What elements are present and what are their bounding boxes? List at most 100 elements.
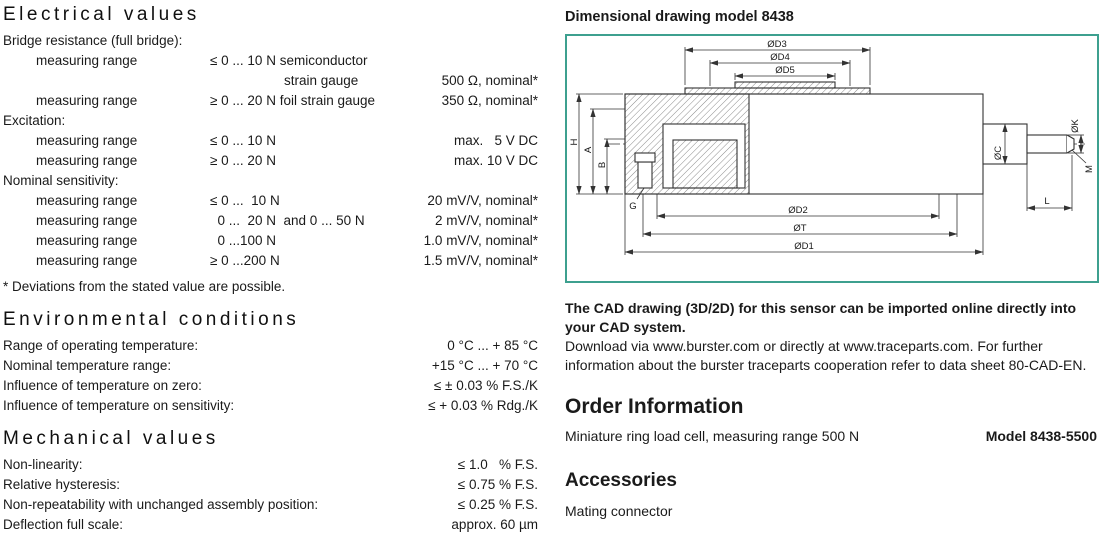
section-subheading: Bridge resistance (full bridge): [3,33,183,48]
dimension-labels: ØD3 ØD4 ØD5 H A B G ØC ØK M L ØD2 ØT ØD1 [569,39,1095,252]
right-column: Dimensional drawing model 8438 [565,3,1099,535]
spec-value: 2 mV/V, nominal* [434,213,538,228]
range-text: ≤ 0 ... 10 N [210,133,276,148]
spec-row: measuring range ≤ 0 ... 10 N semiconduct… [3,51,543,71]
spec-row: Relative hysteresis: ≤ 0.75 % F.S. [3,475,543,495]
section-subheading: Excitation: [3,113,66,128]
dim-label-h: H [569,138,580,145]
dim-label-k: ØK [1070,118,1081,132]
dim-label-m: M [1084,165,1095,173]
spec-value: approx. 60 µm [451,517,538,532]
dim-label-d2: ØD2 [788,205,808,216]
spec-label: Non-repeatability with unchanged assembl… [3,497,319,512]
spec-value: ≤ 0.75 % F.S. [457,477,538,492]
dim-label-d3: ØD3 [767,39,787,50]
dim-label-d4: ØD4 [770,52,790,63]
spec-value: ≤ ± 0.03 % F.S./K [433,378,538,393]
dimensional-drawing-frame: ØD3 ØD4 ØD5 H A B G ØC ØK M L ØD2 ØT ØD1 [565,34,1099,283]
spec-row: measuring range ≤ 0 ... 10 N 20 mV/V, no… [3,191,543,211]
spec-row: measuring range ≥ 0 ... 20 N max. 10 V D… [3,151,543,171]
datasheet-page: Electrical values Bridge resistance (ful… [3,3,1099,535]
deviations-footnote: * Deviations from the stated value are p… [3,279,286,294]
spec-value: +15 °C ... + 70 °C [431,358,538,373]
accessories-title: Accessories [565,470,677,491]
cad-note-body: Download via www.burster.com or directly… [565,338,1087,373]
spec-label: Relative hysteresis: [3,477,121,492]
spec-row: Nominal temperature range: +15 °C ... + … [3,356,543,376]
dim-label-c: ØC [993,146,1004,160]
order-model-number: Model 8438-5500 [985,428,1097,444]
measuring-range-label: measuring range [36,93,138,108]
range-text: ≤ 0 ... 10 N [210,193,280,208]
accessory-item: Mating connector [565,503,673,519]
clamp-step-inner [734,81,836,89]
dim-label-d1: ØD1 [794,241,814,252]
dim-label-l: L [1044,196,1049,207]
bolt-head [634,152,656,163]
measuring-range-label: measuring range [36,253,138,268]
spec-row: Non-linearity: ≤ 1.0 % F.S. [3,455,543,475]
left-column: Electrical values Bridge resistance (ful… [3,3,543,535]
drawing-title: Dimensional drawing model 8438 [565,9,794,25]
spec-value: 0 °C ... + 85 °C [447,338,538,353]
dim-label-a: A [583,146,594,153]
order-row: Miniature ring load cell, measuring rang… [565,428,1099,444]
measuring-range-label: measuring range [36,193,138,208]
spec-label: Non-linearity: [3,457,83,472]
measuring-range-label: measuring range [36,133,138,148]
spec-value: ≤ + 0.03 % Rdg./K [428,398,538,413]
mechanical-values-title: Mechanical values [3,428,219,449]
spec-value: 1.5 mV/V, nominal* [423,253,538,268]
bolt-shaft [637,161,653,189]
bridge-resistance-heading: Bridge resistance (full bridge): [3,31,543,51]
range-text: ≥ 0 ...200 N [210,253,280,268]
dimension-lines [576,47,1087,255]
environmental-conditions-title: Environmental conditions [3,309,300,330]
measuring-range-label: measuring range [36,153,138,168]
dim-label-d5: ØD5 [775,65,795,76]
range-text: ≥ 0 ... 20 N foil strain gauge [210,93,375,108]
order-item-description: Miniature ring load cell, measuring rang… [565,428,860,444]
dim-label-g: G [629,201,636,212]
spec-value: max. 5 V DC [453,133,538,148]
clamp-step-outer [684,87,871,95]
spec-value: 20 mV/V, nominal* [427,193,538,208]
nominal-sensitivity-heading: Nominal sensitivity: [3,171,543,191]
spec-label: Deflection full scale: [3,517,124,532]
spec-value: 500 Ω, nominal* [441,73,538,88]
range-text: strain gauge [284,73,359,88]
spec-label: Influence of temperature on zero: [3,378,202,393]
electrical-values-title: Electrical values [3,4,200,25]
spec-row: Range of operating temperature: 0 °C ...… [3,336,543,356]
spec-label: Influence of temperature on sensitivity: [3,398,235,413]
inner-hatched-block [672,139,738,189]
spec-row: measuring range ≥ 0 ... 20 N foil strain… [3,91,543,111]
spec-value: ≤ 0.25 % F.S. [457,497,538,512]
measuring-range-label: measuring range [36,53,138,68]
spec-row: Influence of temperature on sensitivity:… [3,396,543,416]
spec-row: strain gauge 500 Ω, nominal* [3,71,543,91]
spec-row: Non-repeatability with unchanged assembl… [3,495,543,515]
spec-value: max. 10 V DC [453,153,538,168]
section-subheading: Nominal sensitivity: [3,173,119,188]
spec-label: Nominal temperature range: [3,358,172,373]
rod-tip [1066,134,1075,154]
dim-label-t: ØT [793,223,806,234]
spec-row: Deflection full scale: approx. 60 µm [3,515,543,535]
spec-row: Influence of temperature on zero: ≤ ± 0.… [3,376,543,396]
spec-row: measuring range ≥ 0 ...200 N 1.5 mV/V, n… [3,251,543,271]
range-text: 0 ... 20 N and 0 ... 50 N [210,213,365,228]
order-information-title: Order Information [565,395,744,418]
spec-value: ≤ 1.0 % F.S. [457,457,538,472]
rod [1026,134,1068,154]
range-text: ≥ 0 ... 20 N [210,153,276,168]
range-text: 0 ...100 N [210,233,277,248]
spec-value: 1.0 mV/V, nominal* [423,233,538,248]
spec-row: measuring range 0 ... 20 N and 0 ... 50 … [3,211,543,231]
measuring-range-label: measuring range [36,233,138,248]
cad-note-bold: The CAD drawing (3D/2D) for this sensor … [565,300,1077,335]
excitation-heading: Excitation: [3,111,543,131]
dim-label-b: B [597,162,608,168]
range-text: ≤ 0 ... 10 N semiconductor [210,53,368,68]
spec-value: 350 Ω, nominal* [441,93,538,108]
